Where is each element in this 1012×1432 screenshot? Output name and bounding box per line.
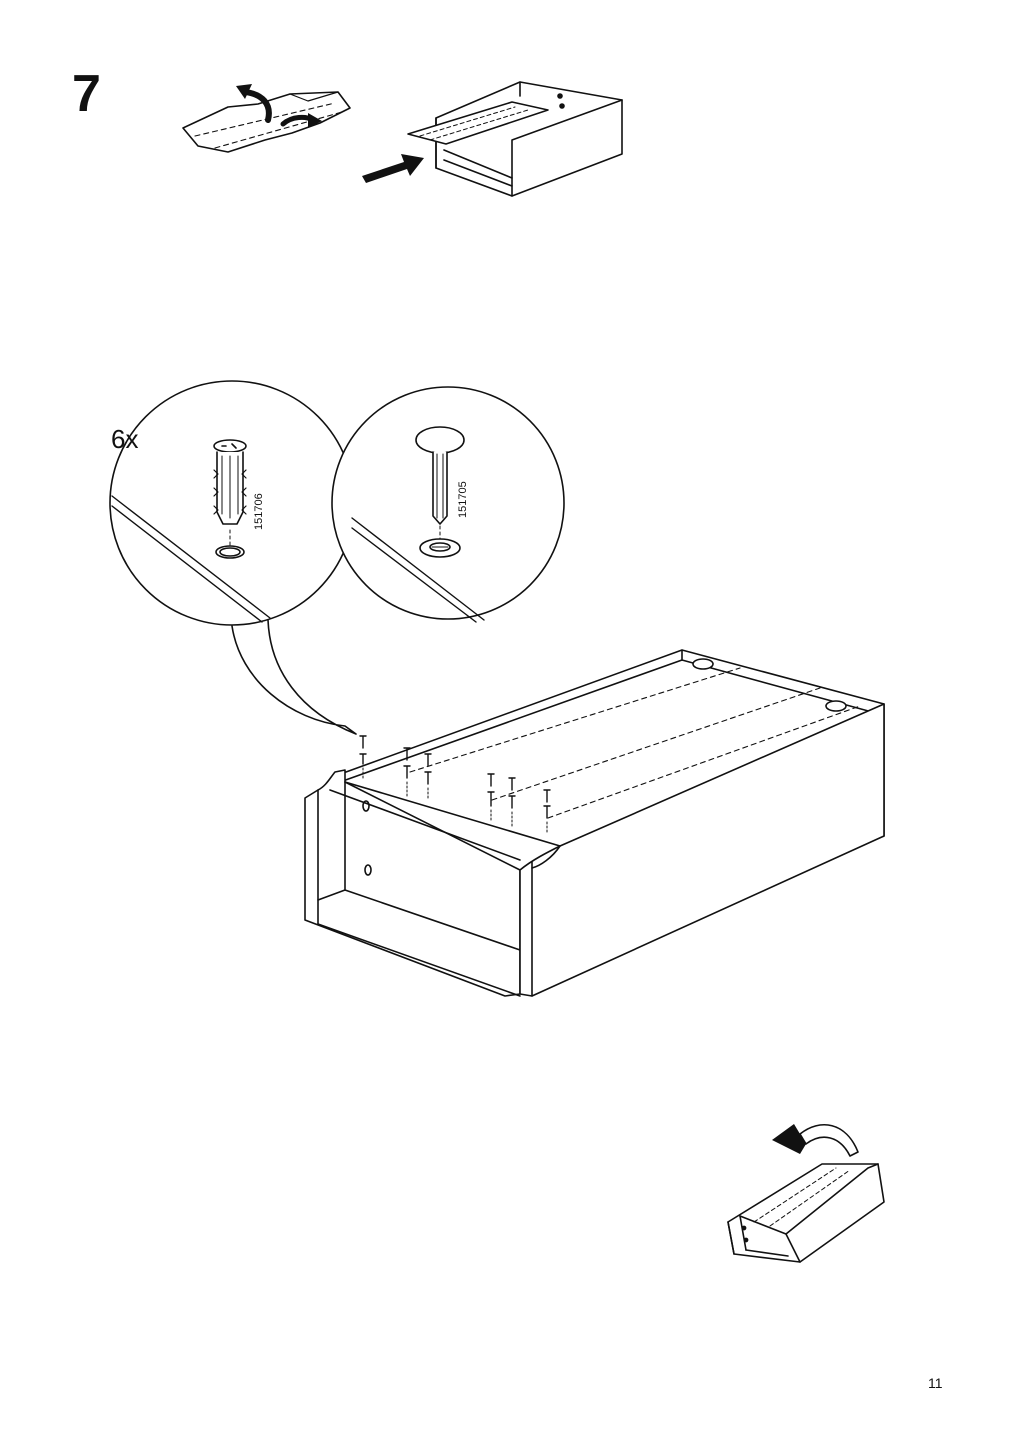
flip-arrow-icon <box>280 113 322 128</box>
part-number-151705: 151705 <box>457 481 469 518</box>
quantity-label: 6x <box>111 424 138 454</box>
drawer-frame-diagram <box>304 649 885 997</box>
flip-drawer-diagram <box>727 1163 885 1263</box>
dowel-151706-icon <box>213 439 247 559</box>
push-arrow-icon <box>362 154 424 183</box>
detail-callout-right <box>331 386 565 623</box>
part-number-151706: 151706 <box>253 493 265 530</box>
rotate-arrow-icon <box>772 1123 859 1157</box>
page-number: 11 <box>928 1375 943 1391</box>
step-number: 7 <box>72 65 101 123</box>
dowel-151705-icon <box>415 426 465 558</box>
slide-panel-diagram <box>407 81 623 197</box>
fold-arrow-icon <box>236 84 272 123</box>
dowel-placements <box>359 735 551 835</box>
